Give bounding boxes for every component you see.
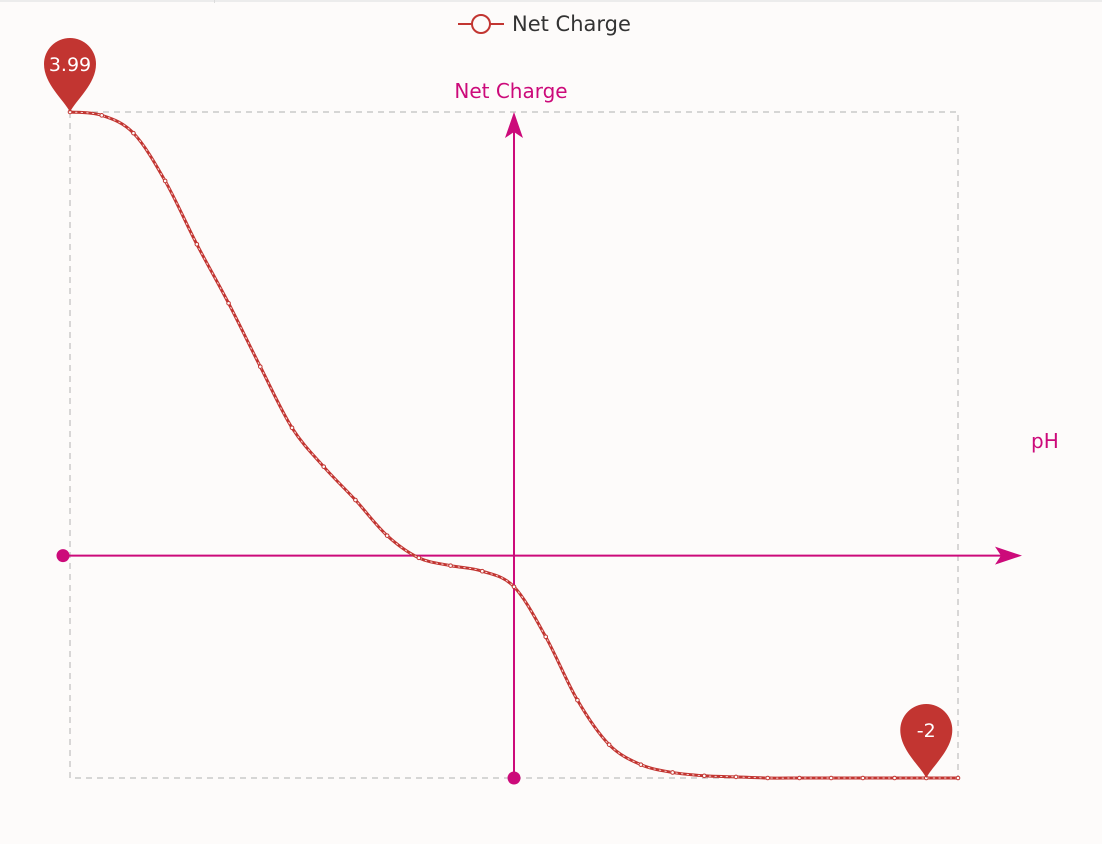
legend-marker-icon <box>471 14 491 34</box>
data-point <box>892 775 897 781</box>
y-axis-arrow-icon <box>505 112 523 138</box>
legend-label: Net Charge <box>512 12 631 36</box>
data-point <box>416 555 422 561</box>
data-point <box>828 775 834 781</box>
y-axis-start-dot <box>507 771 521 785</box>
data-point <box>131 130 136 136</box>
data-point <box>321 464 327 469</box>
data-point <box>575 697 580 703</box>
data-point <box>448 563 453 568</box>
x-axis-arrow-icon <box>995 546 1022 565</box>
data-point <box>257 364 263 369</box>
data-point <box>543 634 549 640</box>
markpoint-pin-icon <box>44 38 96 112</box>
series-group <box>67 109 961 781</box>
data-point <box>511 584 517 590</box>
axes <box>56 112 1022 785</box>
data-point <box>670 770 675 775</box>
data-point <box>289 425 295 431</box>
data-point <box>384 533 390 538</box>
data-point <box>733 774 739 780</box>
data-point <box>701 773 707 779</box>
data-point <box>194 242 200 247</box>
top-divider <box>0 0 1102 2</box>
data-point <box>606 742 612 747</box>
data-point <box>955 775 961 781</box>
x-axis-title: pH <box>1031 429 1059 453</box>
data-point <box>860 775 866 781</box>
markpoint-label: -2 <box>917 720 936 742</box>
data-point <box>353 497 358 503</box>
markpoint-pin-icon <box>900 704 953 778</box>
data-point <box>162 178 168 184</box>
data-point <box>797 775 802 781</box>
markpoints-group: 3.99 -2 <box>44 38 953 778</box>
data-point <box>99 113 105 118</box>
data-point <box>765 775 771 781</box>
x-axis-start-dot <box>56 549 70 563</box>
data-point <box>638 762 644 767</box>
y-axis-title: Net Charge <box>454 79 567 103</box>
markpoint-label: 3.99 <box>49 54 91 76</box>
data-point <box>226 300 231 306</box>
top-divider-tick <box>214 0 215 3</box>
data-point <box>479 568 485 574</box>
series-symbol-pattern <box>69 111 959 779</box>
markpoint-max: 3.99 <box>44 38 96 112</box>
legend[interactable]: Net Charge <box>458 12 631 36</box>
markpoint-min: -2 <box>900 704 953 778</box>
